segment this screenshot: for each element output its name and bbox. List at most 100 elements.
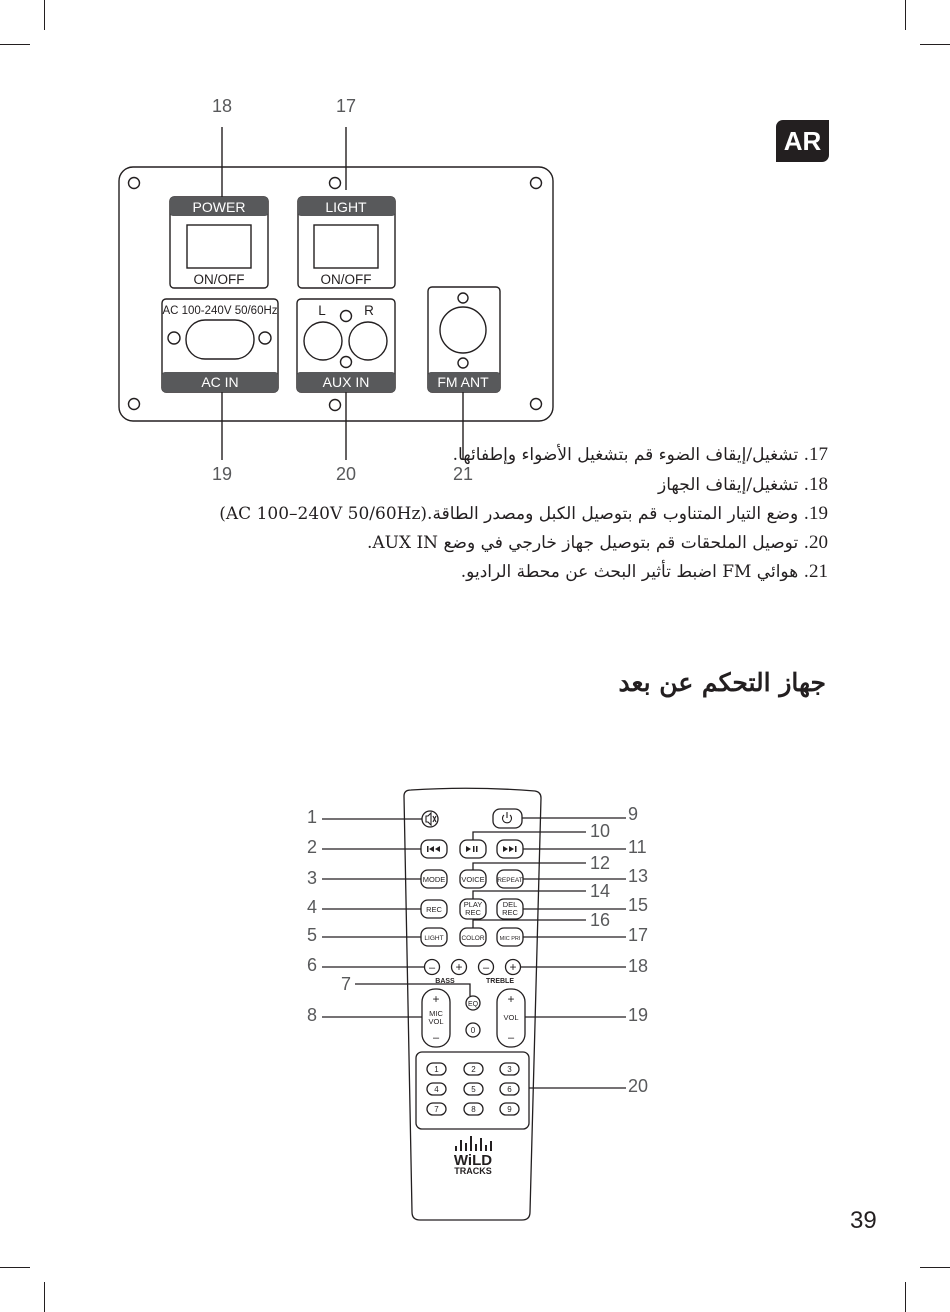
light-label: LIGHT bbox=[325, 199, 367, 215]
language-badge: AR bbox=[776, 120, 829, 162]
voice-label: VOICE bbox=[461, 875, 484, 884]
rear-panel-diagram: POWER LIGHT AC IN AUX IN FM ANT ON/OFF O… bbox=[118, 96, 554, 484]
remote-callout-18: 18 bbox=[628, 956, 648, 976]
remote-callout-3: 3 bbox=[307, 868, 317, 888]
numpad-button-1 bbox=[426, 1062, 447, 1076]
eq-button bbox=[465, 995, 481, 1011]
brand-name: WiLD bbox=[454, 1152, 492, 1169]
remote-body bbox=[403, 787, 542, 1221]
numpad-label: 9 bbox=[507, 1105, 512, 1114]
numpad-label: 5 bbox=[471, 1085, 476, 1094]
bass-plus-icon: + bbox=[455, 960, 462, 974]
callout-19: 19 bbox=[212, 464, 232, 484]
treble-plus-button bbox=[504, 958, 522, 976]
description-text: . تشغيل/إيقاف الجهاز bbox=[658, 475, 809, 495]
vol-rocker bbox=[496, 988, 526, 1048]
numpad-label: 3 bbox=[507, 1065, 512, 1074]
numpad-label: 2 bbox=[471, 1065, 476, 1074]
ac-socket bbox=[185, 319, 255, 360]
del-rec-label-top: DEL bbox=[503, 900, 518, 909]
remote-callout-9: 9 bbox=[628, 804, 638, 824]
mic-pri-label: MIC PRI bbox=[500, 936, 521, 942]
treble-minus-icon: – bbox=[483, 962, 490, 974]
crop-mark bbox=[920, 44, 950, 45]
next-track-icon bbox=[503, 846, 517, 852]
bass-plus-button bbox=[450, 958, 468, 976]
remote-section-title: جهاز التحكم عن بعد bbox=[618, 668, 826, 697]
numpad-button-7 bbox=[426, 1102, 447, 1116]
remote-callout-6: 6 bbox=[307, 955, 317, 975]
mic-vol-label-bottom: VOL bbox=[428, 1017, 443, 1026]
panel-outline bbox=[118, 166, 554, 422]
numpad-label: 4 bbox=[434, 1085, 439, 1094]
remote-callout-4: 4 bbox=[307, 897, 317, 917]
light-onoff-label: ON/OFF bbox=[321, 272, 372, 287]
vol-plus-icon: + bbox=[507, 992, 514, 1006]
numpad-button-8 bbox=[463, 1102, 484, 1116]
mode-label: MODE bbox=[423, 875, 446, 884]
crop-mark bbox=[44, 0, 45, 30]
fm-ant-label: FM ANT bbox=[437, 374, 489, 390]
aux-left-label: L bbox=[318, 303, 326, 318]
fm-screw bbox=[457, 357, 469, 369]
treble-label: TREBLE bbox=[486, 978, 514, 985]
description-text: . توصيل الملحقات قم بتوصيل جهاز خارجي في… bbox=[366, 533, 809, 553]
aux-screw bbox=[339, 309, 353, 323]
bass-label: BASS bbox=[435, 978, 455, 985]
bass-minus-button bbox=[423, 958, 441, 976]
remote-callout-7: 7 bbox=[341, 974, 351, 994]
bass-minus-icon: – bbox=[429, 962, 436, 974]
description-item: 19. وضع التيار المتناوب قم بتوصيل الكبل … bbox=[219, 503, 828, 525]
remote-callout-11: 11 bbox=[628, 837, 647, 857]
vol-label: VOL bbox=[503, 1013, 518, 1022]
numpad-button-9 bbox=[499, 1102, 520, 1116]
power-switch bbox=[186, 224, 252, 269]
ac-rating-label: AC 100-240V 50/60Hz bbox=[162, 305, 277, 317]
screw-hole bbox=[127, 397, 141, 411]
play-rec-label-bottom: REC bbox=[465, 908, 481, 917]
del-rec-label-bottom: REC bbox=[502, 908, 518, 917]
play-pause-icon bbox=[466, 846, 478, 852]
description-item: 18. تشغيل/إيقاف الجهاز bbox=[658, 474, 828, 496]
description-text: . هوائي FM اضبط تأثير البحث عن محطة الرا… bbox=[460, 562, 809, 582]
fm-ant-jack bbox=[439, 306, 487, 354]
remote-callout-13: 13 bbox=[628, 866, 648, 886]
description-text: . وضع التيار المتناوب قم بتوصيل الكبل وم… bbox=[219, 504, 809, 524]
remote-callout-10: 10 bbox=[590, 821, 610, 841]
play-rec-label-top: PLAY bbox=[464, 900, 483, 909]
mic-vol-rocker bbox=[421, 988, 451, 1048]
callout-18: 18 bbox=[212, 96, 232, 116]
description-item: 21. هوائي FM اضبط تأثير البحث عن محطة ال… bbox=[461, 561, 828, 583]
screw-hole bbox=[328, 176, 342, 190]
aux-right-label: R bbox=[364, 303, 374, 318]
remote-callout-17: 17 bbox=[628, 925, 648, 945]
eq-label: EQ bbox=[468, 1001, 479, 1008]
zero-label: 0 bbox=[471, 1026, 476, 1035]
color-label: COLOR bbox=[461, 935, 484, 942]
wild-tracks-logo: WiLD TRACKS bbox=[454, 1136, 492, 1176]
repeat-label: REPEAT bbox=[497, 877, 523, 884]
ac-screw bbox=[167, 331, 181, 345]
rec-label: REC bbox=[426, 905, 442, 914]
crop-mark bbox=[920, 1267, 950, 1268]
remote-callout-1: 1 bbox=[307, 807, 317, 827]
screw-hole bbox=[529, 176, 543, 190]
description-number: 19 bbox=[809, 503, 828, 524]
description-number: 20 bbox=[809, 532, 828, 553]
numpad-label: 7 bbox=[434, 1105, 439, 1114]
aux-left-jack bbox=[303, 321, 343, 361]
numpad-label: 1 bbox=[434, 1065, 439, 1074]
remote-callout-12: 12 bbox=[590, 853, 610, 873]
screw-hole bbox=[529, 397, 543, 411]
remote-callout-14: 14 bbox=[590, 881, 610, 901]
numpad-label: 8 bbox=[471, 1105, 476, 1114]
crop-mark bbox=[44, 1282, 45, 1312]
description-text: . تشغيل/إيقاف الضوء قم بتشغيل الأضواء وإ… bbox=[452, 445, 809, 465]
light-switch bbox=[313, 224, 379, 269]
aux-screw bbox=[339, 355, 353, 369]
numpad-button-6 bbox=[499, 1082, 520, 1096]
fm-screw bbox=[457, 292, 469, 304]
previous-track-icon bbox=[427, 846, 440, 852]
remote-callout-16: 16 bbox=[590, 910, 610, 930]
